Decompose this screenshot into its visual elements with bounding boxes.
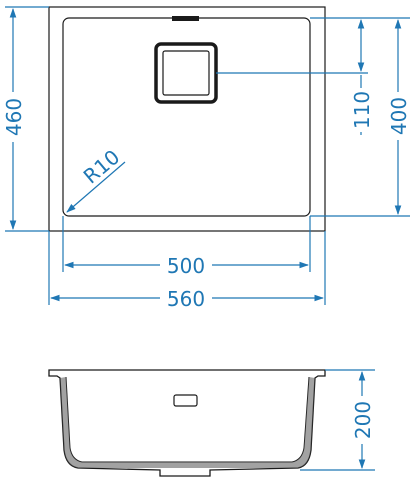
sink-inner-bowl xyxy=(62,17,311,217)
dimension-depth: 200 xyxy=(300,369,375,471)
side-view xyxy=(48,369,326,477)
drain-inner xyxy=(162,50,210,96)
sink-outer-rim xyxy=(48,6,326,232)
dimension-inner-width: 500 xyxy=(62,216,311,278)
sink-side-profile xyxy=(48,369,326,477)
dimension-outer-width: 560 xyxy=(48,231,326,311)
side-overflow-slot xyxy=(173,394,198,407)
dimension-label-560: 560 xyxy=(167,287,205,311)
dimension-inner-height: 400 xyxy=(310,17,411,217)
top-view xyxy=(48,6,326,232)
drain-outer xyxy=(154,42,218,104)
dimension-label-400: 400 xyxy=(387,97,411,135)
sink-inner-wall xyxy=(65,376,310,463)
sink-wall-section xyxy=(60,377,315,468)
dimension-label-r10: R10 xyxy=(79,145,125,189)
overflow-slot xyxy=(172,16,199,21)
dimension-label-200: 200 xyxy=(351,401,375,439)
dimension-outer-height: 460 xyxy=(2,6,49,232)
dimension-drain-offset: 110 xyxy=(216,19,374,135)
dimension-corner-radius: R10 xyxy=(66,145,126,213)
dimension-label-110: 110 xyxy=(350,91,374,129)
dimension-label-500: 500 xyxy=(167,254,205,278)
dimension-label-460: 460 xyxy=(2,98,26,136)
